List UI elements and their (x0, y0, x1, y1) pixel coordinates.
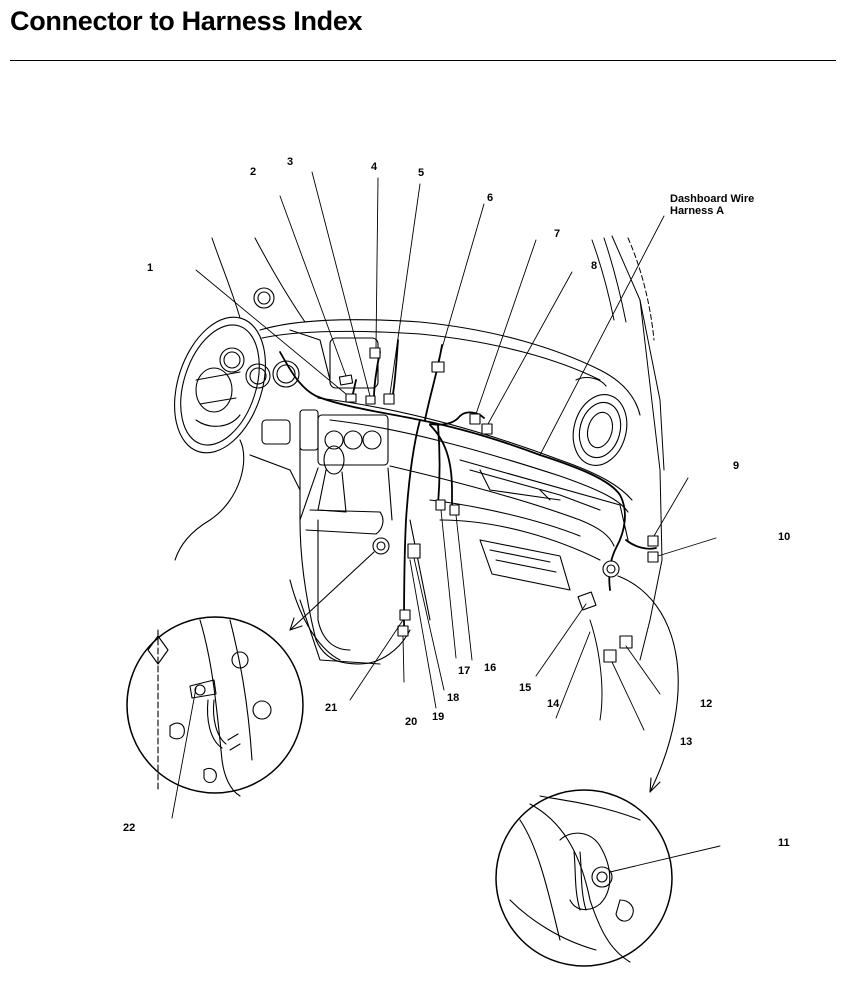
connectors (338, 347, 659, 663)
callout-20: 20 (405, 716, 418, 728)
callout-9: 9 (733, 460, 740, 472)
callout-5: 5 (418, 167, 425, 179)
callout-leaders (171, 171, 721, 873)
callout-4: 4 (371, 161, 378, 173)
callout-17: 17 (458, 665, 471, 677)
callout-16: 16 (484, 662, 497, 674)
body-outline (211, 235, 665, 721)
callout-21: 21 (325, 702, 338, 714)
passenger-vent (572, 377, 628, 466)
title-divider (10, 60, 836, 61)
steering-wheel (174, 287, 301, 561)
callout-2: 2 (250, 166, 257, 178)
dashboard-body (259, 319, 641, 665)
callout-1: 1 (147, 262, 154, 274)
callout-11: 11 (778, 837, 790, 849)
callout-22: 22 (123, 822, 136, 834)
page-title: Connector to Harness Index (10, 6, 363, 36)
harness-label-line-1: Dashboard Wire (670, 193, 755, 205)
callout-12: 12 (700, 698, 713, 710)
callout-19: 19 (432, 711, 445, 723)
harness-label: Dashboard Wire Harness A (670, 193, 754, 217)
callout-14: 14 (547, 698, 560, 710)
callout-18: 18 (447, 692, 460, 704)
detail-circle-ground-11 (495, 789, 673, 967)
callout-10: 10 (778, 531, 791, 543)
callout-8: 8 (591, 260, 598, 272)
callout-3: 3 (287, 156, 294, 168)
zoom-arrows (289, 551, 679, 793)
callout-13: 13 (680, 736, 693, 748)
detail-circle-ground-22 (126, 616, 304, 797)
callout-6: 6 (487, 192, 494, 204)
center-stack (261, 329, 393, 535)
callout-15: 15 (519, 682, 532, 694)
callout-7: 7 (554, 228, 561, 240)
harness-label-line-2: Harness A (670, 205, 725, 217)
